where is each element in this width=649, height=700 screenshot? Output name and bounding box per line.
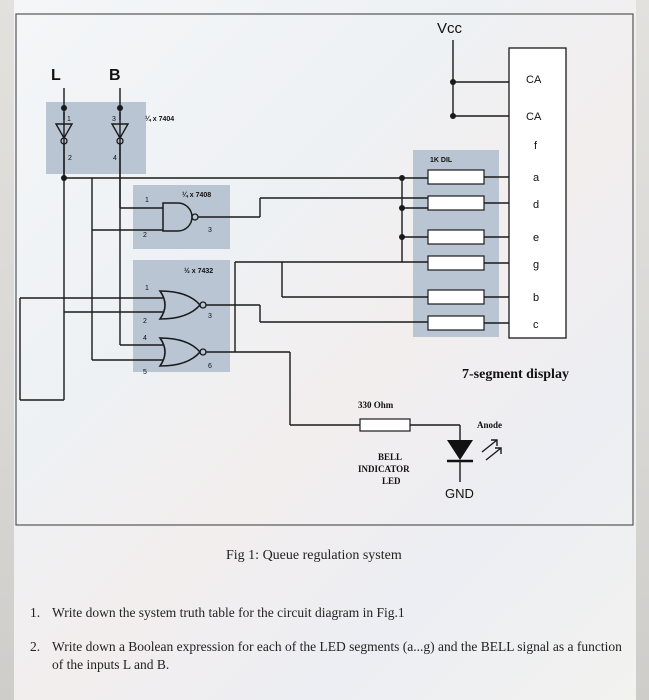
question-text: Write down the system truth table for th… [52, 605, 405, 620]
pin-number: 2 [143, 318, 147, 325]
or-input-wires [19, 230, 163, 401]
segment-label: CA [526, 111, 542, 123]
question-number: 2. [30, 639, 41, 654]
chip-7432-label: ½ x 7432 [184, 267, 213, 275]
pin-number: 4 [113, 155, 117, 162]
pin-number: 3 [208, 313, 212, 320]
question-1: 1. Write down the system truth table for … [30, 604, 630, 622]
inverter-region [46, 102, 146, 174]
pin-number: 3 [112, 116, 116, 123]
led-light-arrows [481, 439, 502, 461]
segment-label: CA [526, 74, 542, 86]
pin-number: 1 [145, 285, 149, 292]
led-diode [447, 440, 473, 460]
pin-number: 5 [143, 369, 147, 376]
chip-7408-label: ¼ x 7408 [182, 191, 211, 199]
pin-number: 2 [143, 232, 147, 239]
question-number: 1. [30, 605, 41, 620]
segment-label: b [533, 292, 539, 304]
segment-label: a [533, 172, 540, 184]
figure-caption: Fig 1: Queue regulation system [226, 548, 402, 563]
pin-number: 1 [145, 197, 149, 204]
pin-number: 3 [208, 227, 212, 234]
vcc-wires [452, 40, 509, 117]
segment-label: d [533, 199, 539, 211]
diagram-frame [15, 13, 634, 526]
pin-number: 2 [68, 155, 72, 162]
dil-label: 1K DIL [430, 157, 453, 164]
inverted-wires [63, 144, 428, 231]
segment-label: c [533, 319, 539, 331]
gnd-label: GND [445, 486, 474, 501]
pin-number: 1 [67, 116, 71, 123]
bell-label-1: BELL [378, 452, 402, 462]
input-l-label: L [51, 67, 61, 84]
question-text: Write down a Boolean expression for each… [52, 639, 622, 672]
segment-label: e [533, 232, 539, 244]
pin-number: 6 [208, 363, 212, 370]
display-label: 7-segment display [462, 367, 569, 382]
bell-label-3: LED [382, 476, 401, 486]
pin-number: 4 [143, 335, 147, 342]
dil-resistors [427, 169, 485, 331]
resistor-label: 330 Ohm [358, 400, 394, 410]
vcc-label: Vcc [437, 20, 463, 37]
or-output-wires [206, 261, 428, 426]
or-gate-2 [158, 337, 202, 367]
input-b-label: B [109, 67, 121, 84]
input-wires [63, 88, 121, 400]
bell-label-2: INDICATOR [358, 464, 410, 474]
segment-label: f [534, 140, 538, 152]
seven-segment-display [508, 47, 567, 339]
chip-7404-label: ¼ x 7404 [145, 115, 174, 123]
anode-label: Anode [477, 420, 502, 430]
segment-label: g [533, 259, 539, 271]
segment-wires [484, 176, 509, 324]
question-2: 2. Write down a Boolean expression for ea… [30, 638, 630, 674]
resistor [359, 418, 411, 432]
or-gate-1 [158, 290, 202, 320]
